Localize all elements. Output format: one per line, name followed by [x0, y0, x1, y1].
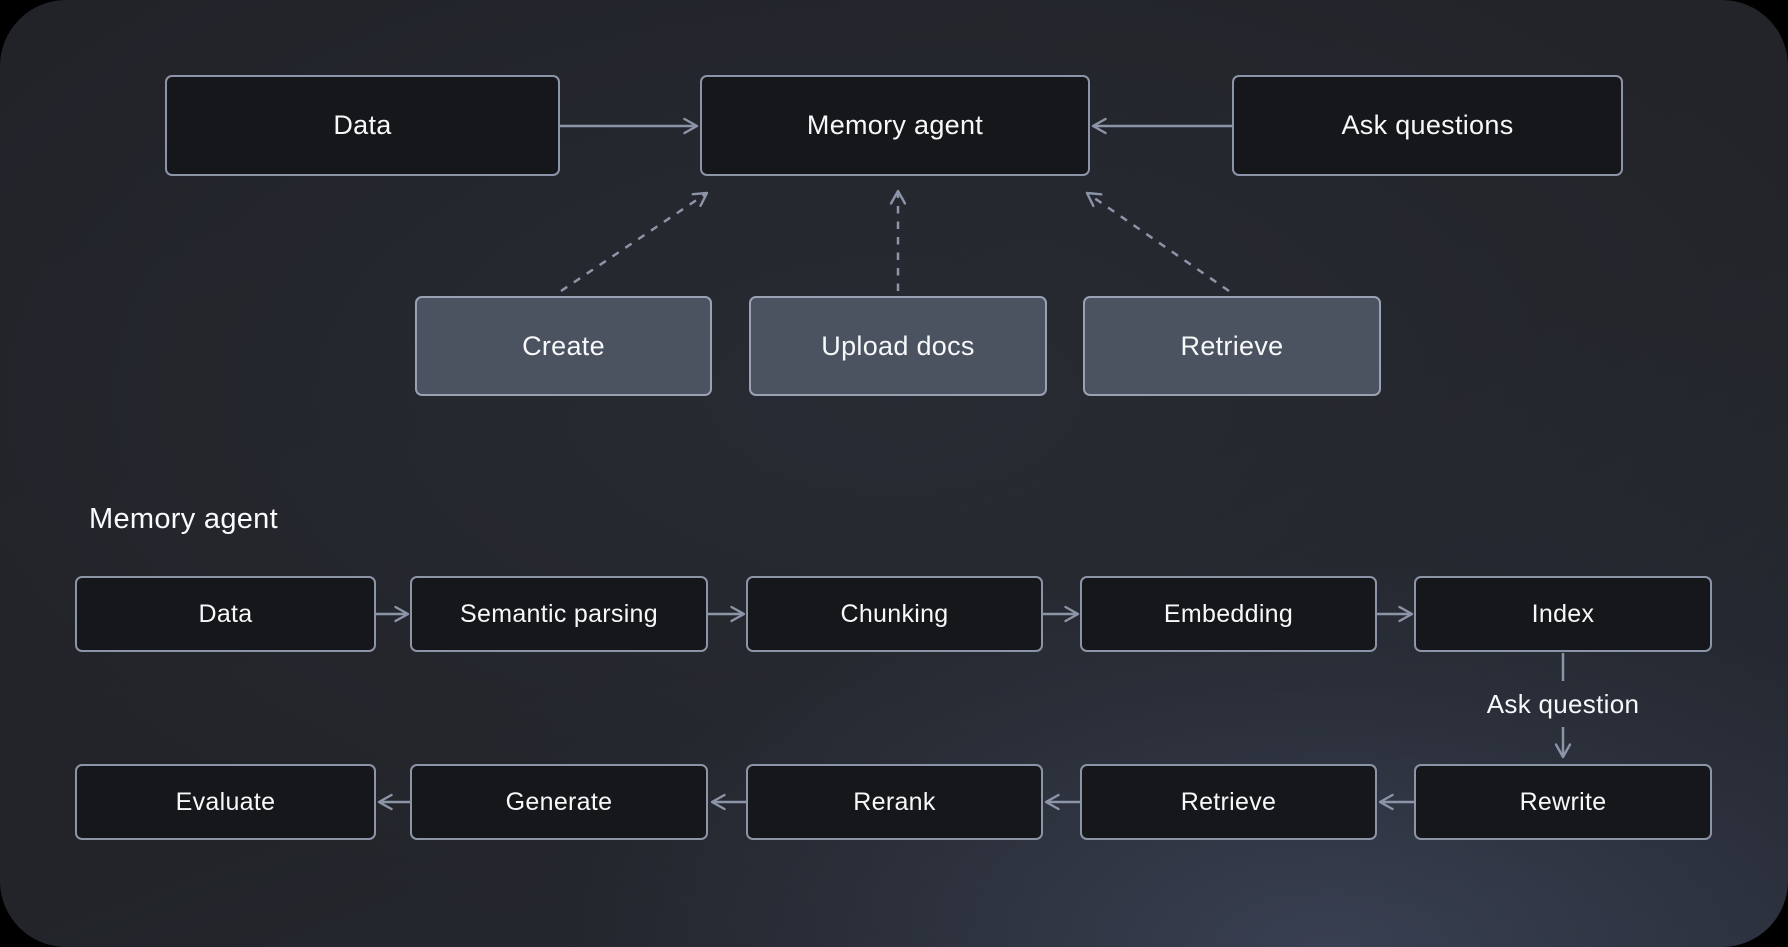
node-ask-questions: Ask questions: [1232, 75, 1623, 176]
node-upload-docs: Upload docs: [749, 296, 1047, 396]
node-embedding: Embedding: [1080, 576, 1377, 652]
node-retrieve: Retrieve: [1083, 296, 1381, 396]
node-retrieve-2: Retrieve: [1080, 764, 1377, 840]
node-rewrite: Rewrite: [1414, 764, 1712, 840]
node-index: Index: [1414, 576, 1712, 652]
dashed-arrow-retrieve-to-memory-agent: [1085, 191, 1230, 293]
node-rerank: Rerank: [746, 764, 1043, 840]
node-evaluate: Evaluate: [75, 764, 376, 840]
node-semantic-parsing: Semantic parsing: [410, 576, 708, 652]
node-memory-agent: Memory agent: [700, 75, 1090, 176]
node-pipeline-data: Data: [75, 576, 376, 652]
label-ask-question: Ask question: [1486, 689, 1640, 719]
node-generate: Generate: [410, 764, 708, 840]
node-data: Data: [165, 75, 560, 176]
dashed-arrow-create-to-memory-agent: [560, 191, 709, 293]
section-title-memory-agent: Memory agent: [89, 503, 278, 535]
node-chunking: Chunking: [746, 576, 1043, 652]
node-create: Create: [415, 296, 712, 396]
